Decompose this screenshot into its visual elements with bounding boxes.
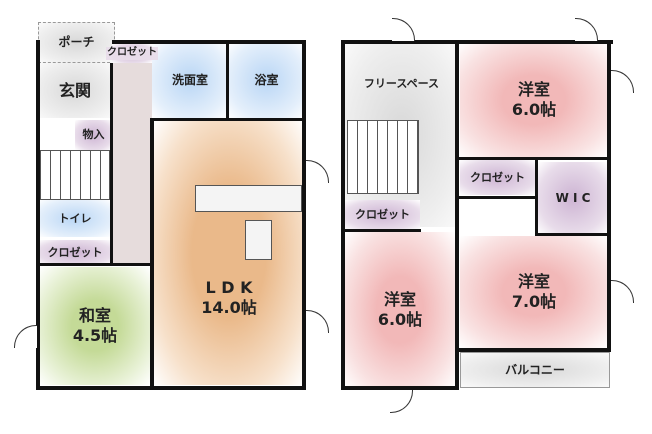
closet-1f: クロゼット bbox=[38, 240, 112, 265]
bedroom-se-name: 洋室 bbox=[517, 272, 550, 291]
kitchen-counter bbox=[195, 185, 302, 212]
entrance: 玄関 bbox=[38, 63, 112, 118]
bedroom-sw-name: 洋室 bbox=[383, 290, 416, 309]
washroom-label: 洗面室 bbox=[171, 72, 208, 87]
closet-w: クロゼット bbox=[345, 200, 420, 230]
bathroom-label: 浴室 bbox=[254, 72, 279, 87]
door bbox=[306, 160, 329, 183]
door bbox=[575, 18, 598, 41]
ldk-name: L D K bbox=[205, 277, 253, 297]
washroom: 洗面室 bbox=[152, 42, 228, 118]
closet-w-label: クロゼット bbox=[355, 208, 410, 222]
balcony-label: バルコニー bbox=[505, 362, 565, 377]
closet-small: クロゼット bbox=[106, 44, 158, 63]
wic: W I C bbox=[538, 162, 608, 234]
bedroom-ne-name: 洋室 bbox=[517, 80, 550, 99]
storage: 物入 bbox=[75, 120, 112, 150]
storage-label: 物入 bbox=[82, 128, 105, 142]
door bbox=[306, 310, 329, 333]
stairs-2f bbox=[347, 120, 419, 194]
stairs bbox=[40, 150, 110, 200]
closet-ne: クロゼット bbox=[460, 160, 535, 195]
door bbox=[390, 390, 413, 413]
ldk-size: 14.0帖 bbox=[201, 297, 257, 317]
entrance-label: 玄関 bbox=[58, 80, 91, 100]
bedroom-ne-size: 6.0帖 bbox=[511, 100, 557, 119]
washitsu-size: 4.5帖 bbox=[72, 326, 118, 345]
door bbox=[392, 18, 415, 41]
closet-small-label: クロゼット bbox=[106, 47, 158, 60]
bedroom-se-size: 7.0帖 bbox=[511, 292, 557, 311]
toilet: トイレ bbox=[38, 200, 112, 237]
washitsu-name: 和室 bbox=[78, 306, 111, 325]
closet-ne-label: クロゼット bbox=[470, 170, 525, 184]
porch-label: ポーチ bbox=[58, 35, 95, 49]
dining-table bbox=[245, 220, 272, 260]
free-space-label: フリースペース bbox=[363, 77, 440, 90]
hallway bbox=[112, 63, 152, 263]
door bbox=[611, 280, 634, 303]
toilet-label: トイレ bbox=[58, 211, 92, 225]
porch: ポーチ bbox=[38, 22, 115, 63]
bathroom: 浴室 bbox=[228, 42, 305, 118]
bedroom-sw-size: 6.0帖 bbox=[377, 310, 423, 329]
closet-1f-label: クロゼット bbox=[47, 245, 103, 259]
door bbox=[611, 70, 634, 93]
balcony: バルコニー bbox=[460, 352, 610, 388]
wic-label: W I C bbox=[555, 190, 591, 205]
door bbox=[14, 325, 37, 348]
